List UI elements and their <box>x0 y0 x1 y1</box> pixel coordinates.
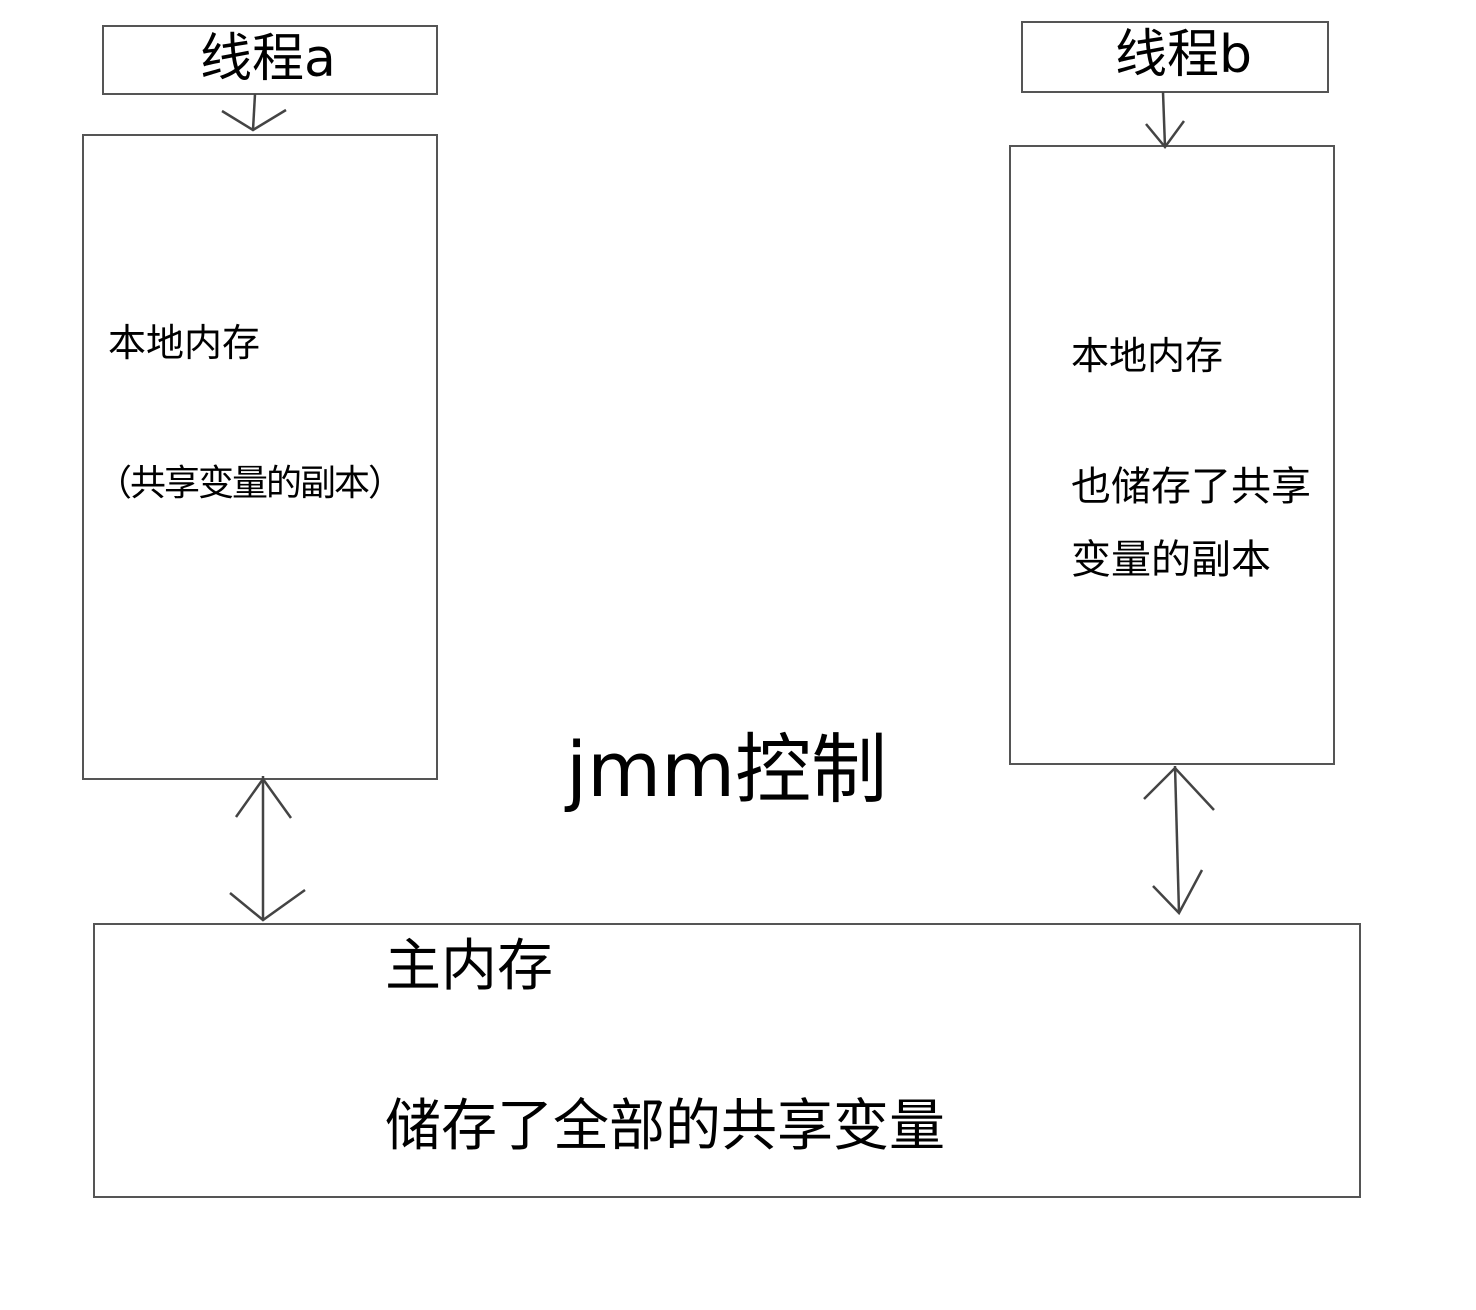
thread-a-local-memory: 本地内存 （共享变量的副本） <box>82 134 438 780</box>
main-memory-title: 主内存 <box>385 934 553 999</box>
main-memory-note: 储存了全部的共享变量 <box>385 1094 945 1159</box>
arrow-local-a-main-bidirectional <box>229 776 306 922</box>
arrow-thread-a-to-local <box>221 93 287 132</box>
thread-b-label: 线程b <box>1115 25 1253 85</box>
thread-b-local-memory-note-line1: 也储存了共享 <box>1071 464 1311 510</box>
thread-a-local-memory-title: 本地内存 <box>108 321 261 365</box>
thread-a-label: 线程a <box>200 29 336 89</box>
main-memory-box: 主内存 储存了全部的共享变量 <box>93 923 1361 1198</box>
jmm-control-label: jmm控制 <box>566 725 888 814</box>
thread-b-box: 线程b <box>1021 21 1329 93</box>
thread-a-local-memory-note: （共享变量的副本） <box>96 463 404 504</box>
arrow-thread-b-to-local <box>1145 91 1186 150</box>
thread-b-local-memory-title: 本地内存 <box>1071 334 1224 378</box>
thread-b-local-memory-note-line2: 变量的副本 <box>1071 537 1271 583</box>
thread-a-box: 线程a <box>102 25 438 95</box>
thread-b-local-memory: 本地内存 也储存了共享 变量的副本 <box>1009 145 1335 765</box>
arrow-local-b-main-bidirectional <box>1143 765 1215 916</box>
